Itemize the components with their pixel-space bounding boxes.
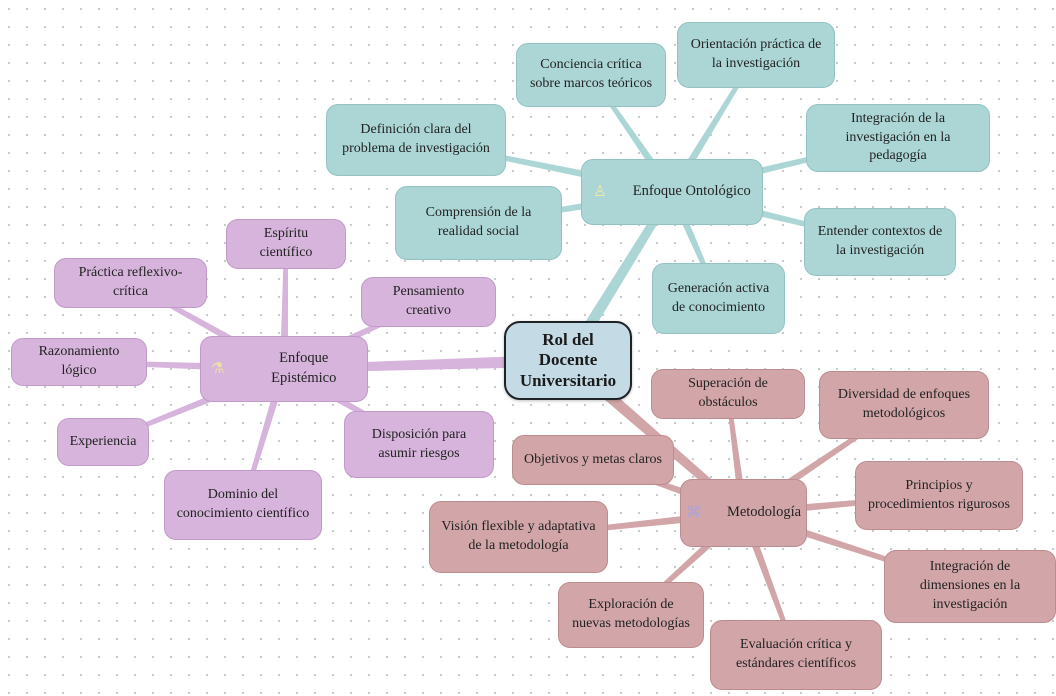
topic-orientacion-practica[interactable]: Orientación práctica de la investigación: [677, 22, 835, 88]
topic-disposicion-riesgos[interactable]: Disposición para asumir riesgos: [344, 411, 494, 478]
topic-label: Visión flexible y adaptativa de la metod…: [441, 519, 596, 553]
topic-label: Exploración de nuevas metodologías: [572, 597, 690, 631]
topic-label: Diversidad de enfoques metodológicos: [837, 387, 971, 421]
topic-label: Razonamiento lógico: [38, 344, 120, 378]
main-connector-line: [562, 189, 676, 364]
topic-connector-line: [739, 511, 798, 656]
topic-dominio-conocimiento[interactable]: Dominio del conocimiento científico: [164, 470, 322, 540]
topic-label: Disposición para asumir riesgos: [371, 426, 467, 461]
topic-label: Comprensión de la realidad social: [425, 205, 532, 239]
branch-label: Enfoque Ontológico: [632, 183, 751, 200]
central-topic[interactable]: Rol del Docente Universitario: [504, 321, 632, 400]
topic-espiritu-cientifico[interactable]: Espíritu científico: [226, 219, 346, 269]
topic-label: Pensamiento creativo: [392, 284, 465, 318]
topic-diversidad-enfoques[interactable]: Diversidad de enfoques metodológicos: [819, 371, 989, 439]
topic-integracion-pedagogia[interactable]: Integración de la investigación en la pe…: [806, 104, 990, 172]
network-icon: ⌘: [685, 504, 701, 521]
topic-entender-contextos[interactable]: Entender contextos de la investigación: [804, 208, 956, 276]
topic-label: Espíritu científico: [259, 226, 313, 260]
topic-pensamiento-creativo[interactable]: Pensamiento creativo: [361, 277, 496, 327]
central-topic-label: Rol del Docente Universitario: [519, 329, 617, 390]
branch-label: Enfoque Epistémico: [271, 350, 337, 386]
topic-integracion-dimensiones[interactable]: Integración de dimensiones en la investi…: [884, 550, 1056, 623]
topic-generacion-conocimiento[interactable]: Generación activa de conocimiento: [652, 263, 785, 334]
topic-label: Práctica reflexivo-crítica: [78, 265, 183, 299]
branch-label: Metodología: [726, 504, 802, 521]
topic-objetivos-metas[interactable]: Objetivos y metas claros: [512, 435, 674, 485]
topic-conciencia-critica[interactable]: Conciencia crítica sobre marcos teóricos: [516, 43, 666, 107]
topic-label: Dominio del conocimiento científico: [176, 487, 310, 521]
topic-superacion-obstaculos[interactable]: Superación de obstáculos: [651, 369, 805, 419]
people-icon: ♙: [593, 183, 607, 200]
topic-label: Orientación práctica de la investigación: [690, 37, 822, 71]
topic-vision-flexible[interactable]: Visión flexible y adaptativa de la metod…: [429, 501, 608, 573]
topic-comprension-realidad[interactable]: Comprensión de la realidad social: [395, 186, 562, 260]
topic-label: Generación activa de conocimiento: [667, 280, 770, 315]
topic-label: Conciencia crítica sobre marcos teóricos: [529, 57, 653, 91]
branch-enfoque-epistemico[interactable]: ⚗ Enfoque Epistémico: [200, 336, 368, 402]
topic-principios-procedimientos[interactable]: Principios y procedimientos rigurosos: [855, 461, 1023, 530]
topic-experiencia[interactable]: Experiencia: [57, 418, 149, 466]
topic-label: Experiencia: [69, 433, 137, 449]
topic-label: Superación de obstáculos: [688, 376, 768, 410]
topic-label: Principios y procedimientos rigurosos: [868, 477, 1010, 512]
topic-label: Objetivos y metas claros: [523, 451, 663, 467]
topic-evaluacion-critica[interactable]: Evaluación crítica y estándares científi…: [710, 620, 882, 690]
flask-icon: ⚗: [211, 360, 225, 377]
branch-metodologia[interactable]: ⌘ Metodología: [680, 479, 807, 547]
topic-label: Entender contextos de la investigación: [817, 224, 943, 258]
topic-label: Evaluación crítica y estándares científi…: [735, 637, 857, 671]
topic-definicion-problema[interactable]: Definición clara del problema de investi…: [326, 104, 506, 176]
branch-enfoque-ontologico[interactable]: ♙ Enfoque Ontológico: [581, 159, 763, 225]
topic-label: Integración de dimensiones en la investi…: [919, 559, 1021, 612]
topic-label: Definición clara del problema de investi…: [342, 122, 490, 156]
topic-razonamiento-logico[interactable]: Razonamiento lógico: [11, 338, 147, 386]
topic-exploracion-metodologias[interactable]: Exploración de nuevas metodologías: [558, 582, 704, 648]
topic-practica-reflexivo[interactable]: Práctica reflexivo-crítica: [54, 258, 207, 308]
topic-label: Integración de la investigación en la pe…: [845, 110, 951, 164]
